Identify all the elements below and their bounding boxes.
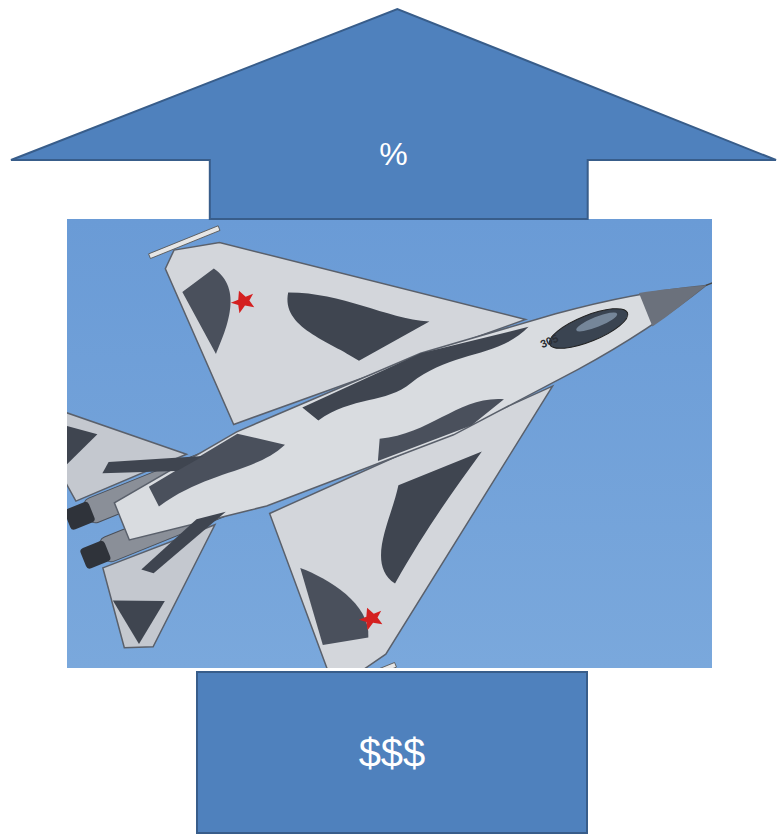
arrow-outline xyxy=(11,9,776,219)
node-label: $$$ xyxy=(359,731,426,775)
node-outline xyxy=(10,8,777,220)
money-box: $$$ xyxy=(196,671,588,834)
up-arrow-shape: % xyxy=(10,8,777,220)
node-label: % xyxy=(379,137,407,172)
box-outline xyxy=(197,672,587,833)
fighter-jet-photo xyxy=(67,219,712,668)
jet-airframe xyxy=(67,219,712,668)
